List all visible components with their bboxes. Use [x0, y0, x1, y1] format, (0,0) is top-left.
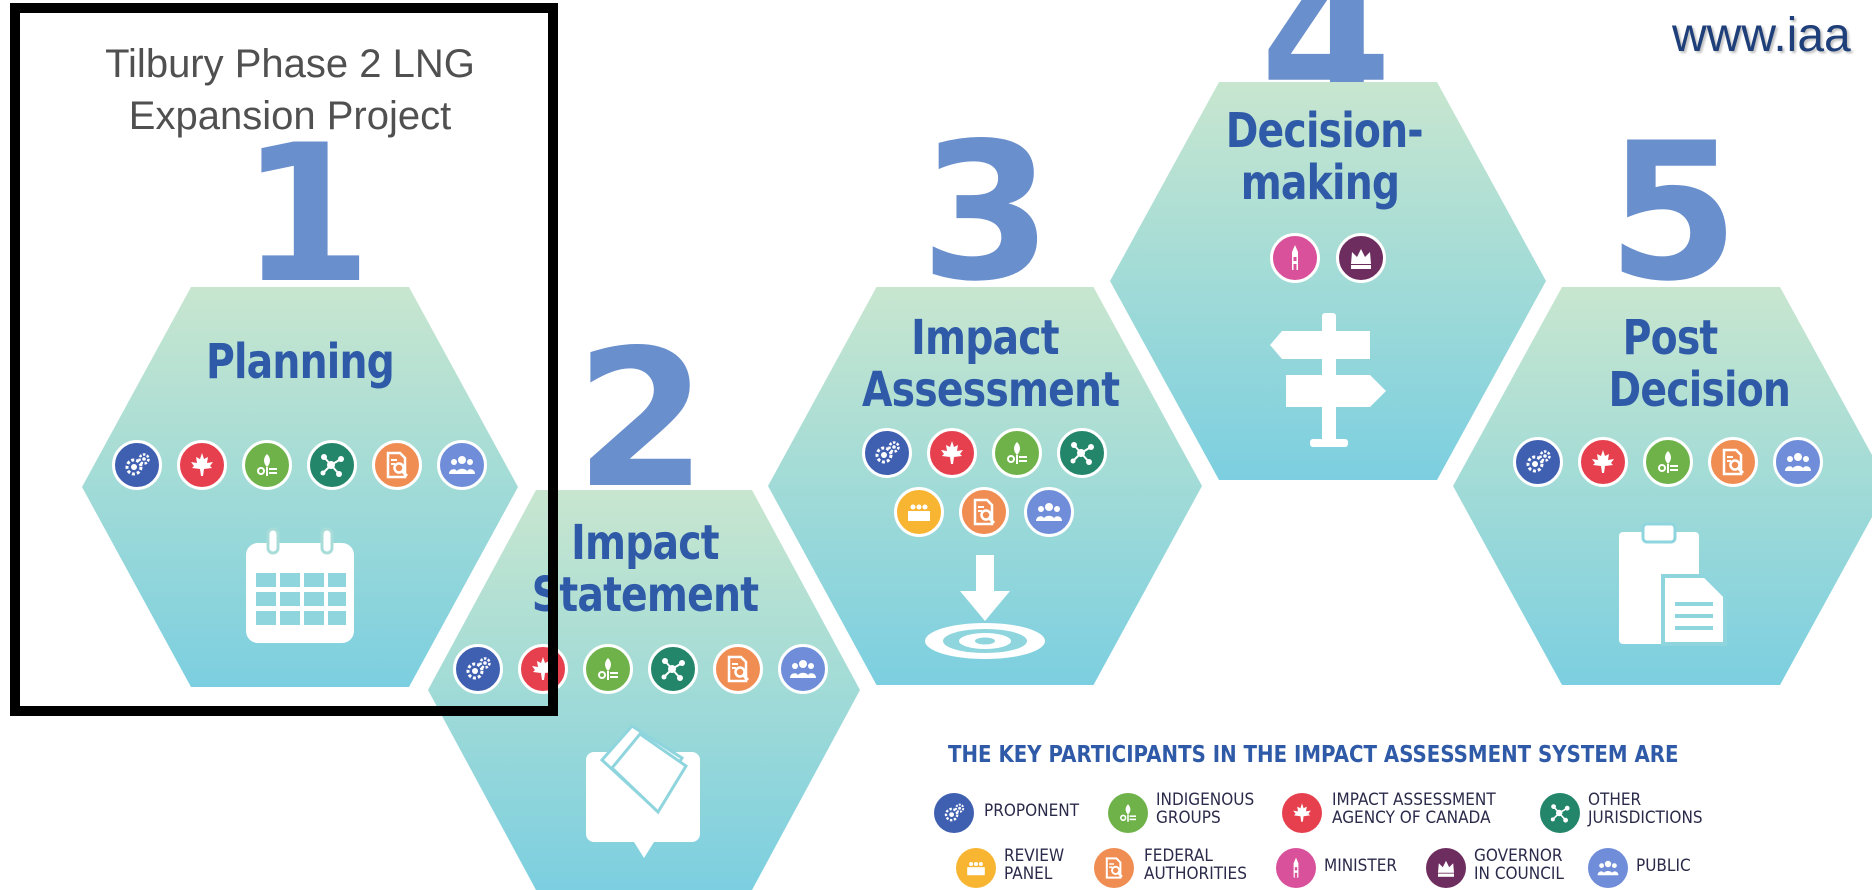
stage-1-title: Planning	[205, 334, 395, 390]
legend-public-label: PUBLIC	[1636, 856, 1691, 876]
legend-iaac-line-2: AGENCY OF CANADA	[1332, 807, 1491, 828]
website-url[interactable]: www.iaa	[1672, 9, 1851, 62]
legend-governor-icon	[1426, 848, 1466, 888]
stage-5-title-text: Post Decision	[1608, 310, 1791, 418]
legend-minister-icon	[1276, 848, 1316, 888]
plant-icon	[242, 440, 292, 490]
stage-4-title-text: Decision-making	[1225, 103, 1424, 211]
stage-4-title: Decision-making	[1197, 103, 1443, 211]
legend-public-text: PUBLIC	[1636, 856, 1691, 876]
legend-proponent-text: PROPONENT	[984, 801, 1080, 821]
legend-public-icon	[1588, 848, 1628, 888]
calendar-icon	[246, 527, 354, 643]
network-icon	[1057, 428, 1107, 478]
legend-other-line-1: OTHER	[1588, 790, 1642, 810]
legend-proponent-icon	[934, 793, 974, 833]
legend-iaac-line-1: IMPACT ASSESSMENT	[1332, 790, 1496, 810]
stage-5-number: 5	[1607, 102, 1740, 323]
legend-governor-label: GOVERNOR IN COUNCIL	[1474, 846, 1564, 884]
clipboard-document-icon	[1619, 522, 1727, 646]
parliament-tower-icon	[1270, 233, 1320, 283]
network-icon	[648, 644, 698, 694]
legend-review-line-2: PANEL	[1004, 863, 1053, 884]
target-arrow-icon	[925, 555, 1045, 659]
legend-minister-text: MINISTER	[1324, 856, 1398, 876]
legend-review-panel-icon	[956, 848, 996, 888]
maple-leaf-icon	[518, 644, 568, 694]
plant-icon	[583, 644, 633, 694]
legend-other-jurisdictions-label: OTHER JURISDICTIONS	[1588, 790, 1703, 828]
legend-indigenous-line-2: GROUPS	[1156, 807, 1221, 828]
legend-iaac-icon	[1282, 793, 1322, 833]
legend-other-line-2: JURISDICTIONS	[1588, 807, 1703, 828]
legend-governor-line-1: GOVERNOR	[1474, 846, 1563, 866]
crown-icon	[1336, 233, 1386, 283]
legend-proponent-label: PROPONENT	[984, 801, 1080, 821]
legend-federal-authorities-label: FEDERAL AUTHORITIES	[1144, 846, 1247, 884]
legend-indigenous-icon	[1108, 793, 1148, 833]
legend-iaac-label: IMPACT ASSESSMENT AGENCY OF CANADA	[1332, 790, 1496, 828]
maple-leaf-icon	[177, 440, 227, 490]
plant-icon	[1643, 437, 1693, 487]
overlay-title: Tilbury Phase 2 LNG Expansion Project	[105, 42, 475, 138]
people-icon	[1773, 437, 1823, 487]
document-search-icon	[372, 440, 422, 490]
legend-review-panel-label: REVIEW PANEL	[1004, 846, 1065, 884]
legend-federal-line-2: AUTHORITIES	[1144, 863, 1247, 884]
proponent-icon	[112, 440, 162, 490]
stage-2-title: Impact Statement	[531, 515, 759, 623]
maple-leaf-icon	[1578, 437, 1628, 487]
legend-governor-line-2: IN COUNCIL	[1474, 863, 1564, 884]
legend-minister-label: MINISTER	[1324, 856, 1398, 876]
plant-icon	[992, 428, 1042, 478]
papers-speech-bubble-icon	[586, 724, 700, 858]
highlight-frame	[10, 3, 558, 716]
people-icon	[778, 644, 828, 694]
people-icon	[437, 440, 487, 490]
document-search-icon	[713, 644, 763, 694]
document-search-icon	[959, 487, 1009, 537]
panel-icon	[894, 487, 944, 537]
signpost-icon	[1270, 313, 1386, 447]
stage-5-title: Post Decision	[1547, 310, 1793, 418]
legend-other-jurisdictions-icon	[1540, 793, 1580, 833]
proponent-icon	[453, 644, 503, 694]
legend-indigenous-label: INDIGENOUS GROUPS	[1156, 790, 1255, 828]
legend-federal-authorities-icon	[1094, 848, 1134, 888]
stage-1-number: 1	[240, 104, 373, 325]
legend-review-line-1: REVIEW	[1004, 846, 1065, 866]
legend-indigenous-line-1: INDIGENOUS	[1156, 790, 1255, 810]
network-icon	[307, 440, 357, 490]
legend-title: THE KEY PARTICIPANTS IN THE IMPACT ASSES…	[948, 742, 1679, 768]
people-icon	[1024, 487, 1074, 537]
legend-federal-line-1: FEDERAL	[1144, 846, 1213, 866]
stage-2-number: 2	[575, 309, 708, 530]
proponent-icon	[1513, 437, 1563, 487]
stage-3-number: 3	[920, 102, 1053, 323]
maple-leaf-icon	[927, 428, 977, 478]
document-search-icon	[1708, 437, 1758, 487]
stage-3-title: Impact Assessment	[862, 310, 1120, 418]
proponent-icon	[862, 428, 912, 478]
